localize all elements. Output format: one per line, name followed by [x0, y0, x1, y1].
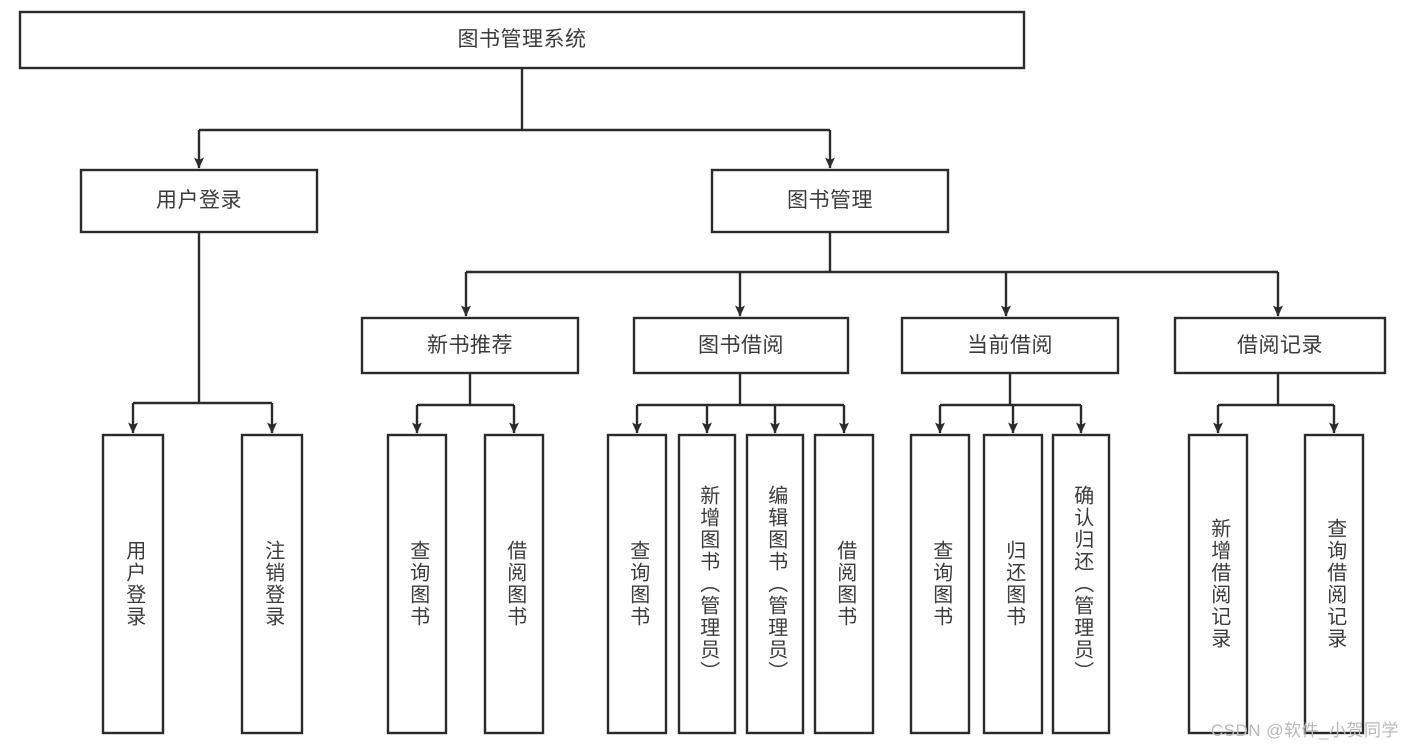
node-box-borrow-record[interactable] [1173, 316, 1387, 375]
node-box-leaf-query-book-current[interactable] [909, 433, 971, 735]
node-box-book-borrow[interactable] [632, 316, 850, 375]
node-box-leaf-borrow-book[interactable] [813, 433, 875, 735]
node-box-current-borrow[interactable] [900, 316, 1120, 375]
node-box-leaf-user-login[interactable] [101, 433, 165, 735]
node-box-new-book-recommend[interactable] [360, 316, 580, 375]
node-box-leaf-borrow-book-rec[interactable] [483, 433, 545, 735]
node-box-book-manage[interactable] [710, 168, 950, 234]
node-box-user-login[interactable] [79, 168, 319, 234]
watermark-text: CSDN @软件_小贺同学 [1210, 721, 1399, 740]
node-box-leaf-edit-book-admin[interactable] [745, 433, 805, 735]
node-box-leaf-query-borrow-record[interactable] [1303, 433, 1365, 735]
node-box-leaf-query-book-rec[interactable] [386, 433, 448, 735]
node-box-leaf-logout[interactable] [240, 433, 304, 735]
node-box-leaf-return-book[interactable] [982, 433, 1044, 735]
node-box-leaf-add-book-admin[interactable] [677, 433, 737, 735]
node-box-leaf-confirm-return-admin[interactable] [1051, 433, 1111, 735]
node-box-root[interactable] [18, 10, 1026, 70]
node-box-leaf-query-book-borrow[interactable] [606, 433, 668, 735]
node-box-leaf-add-borrow-record[interactable] [1187, 433, 1249, 735]
